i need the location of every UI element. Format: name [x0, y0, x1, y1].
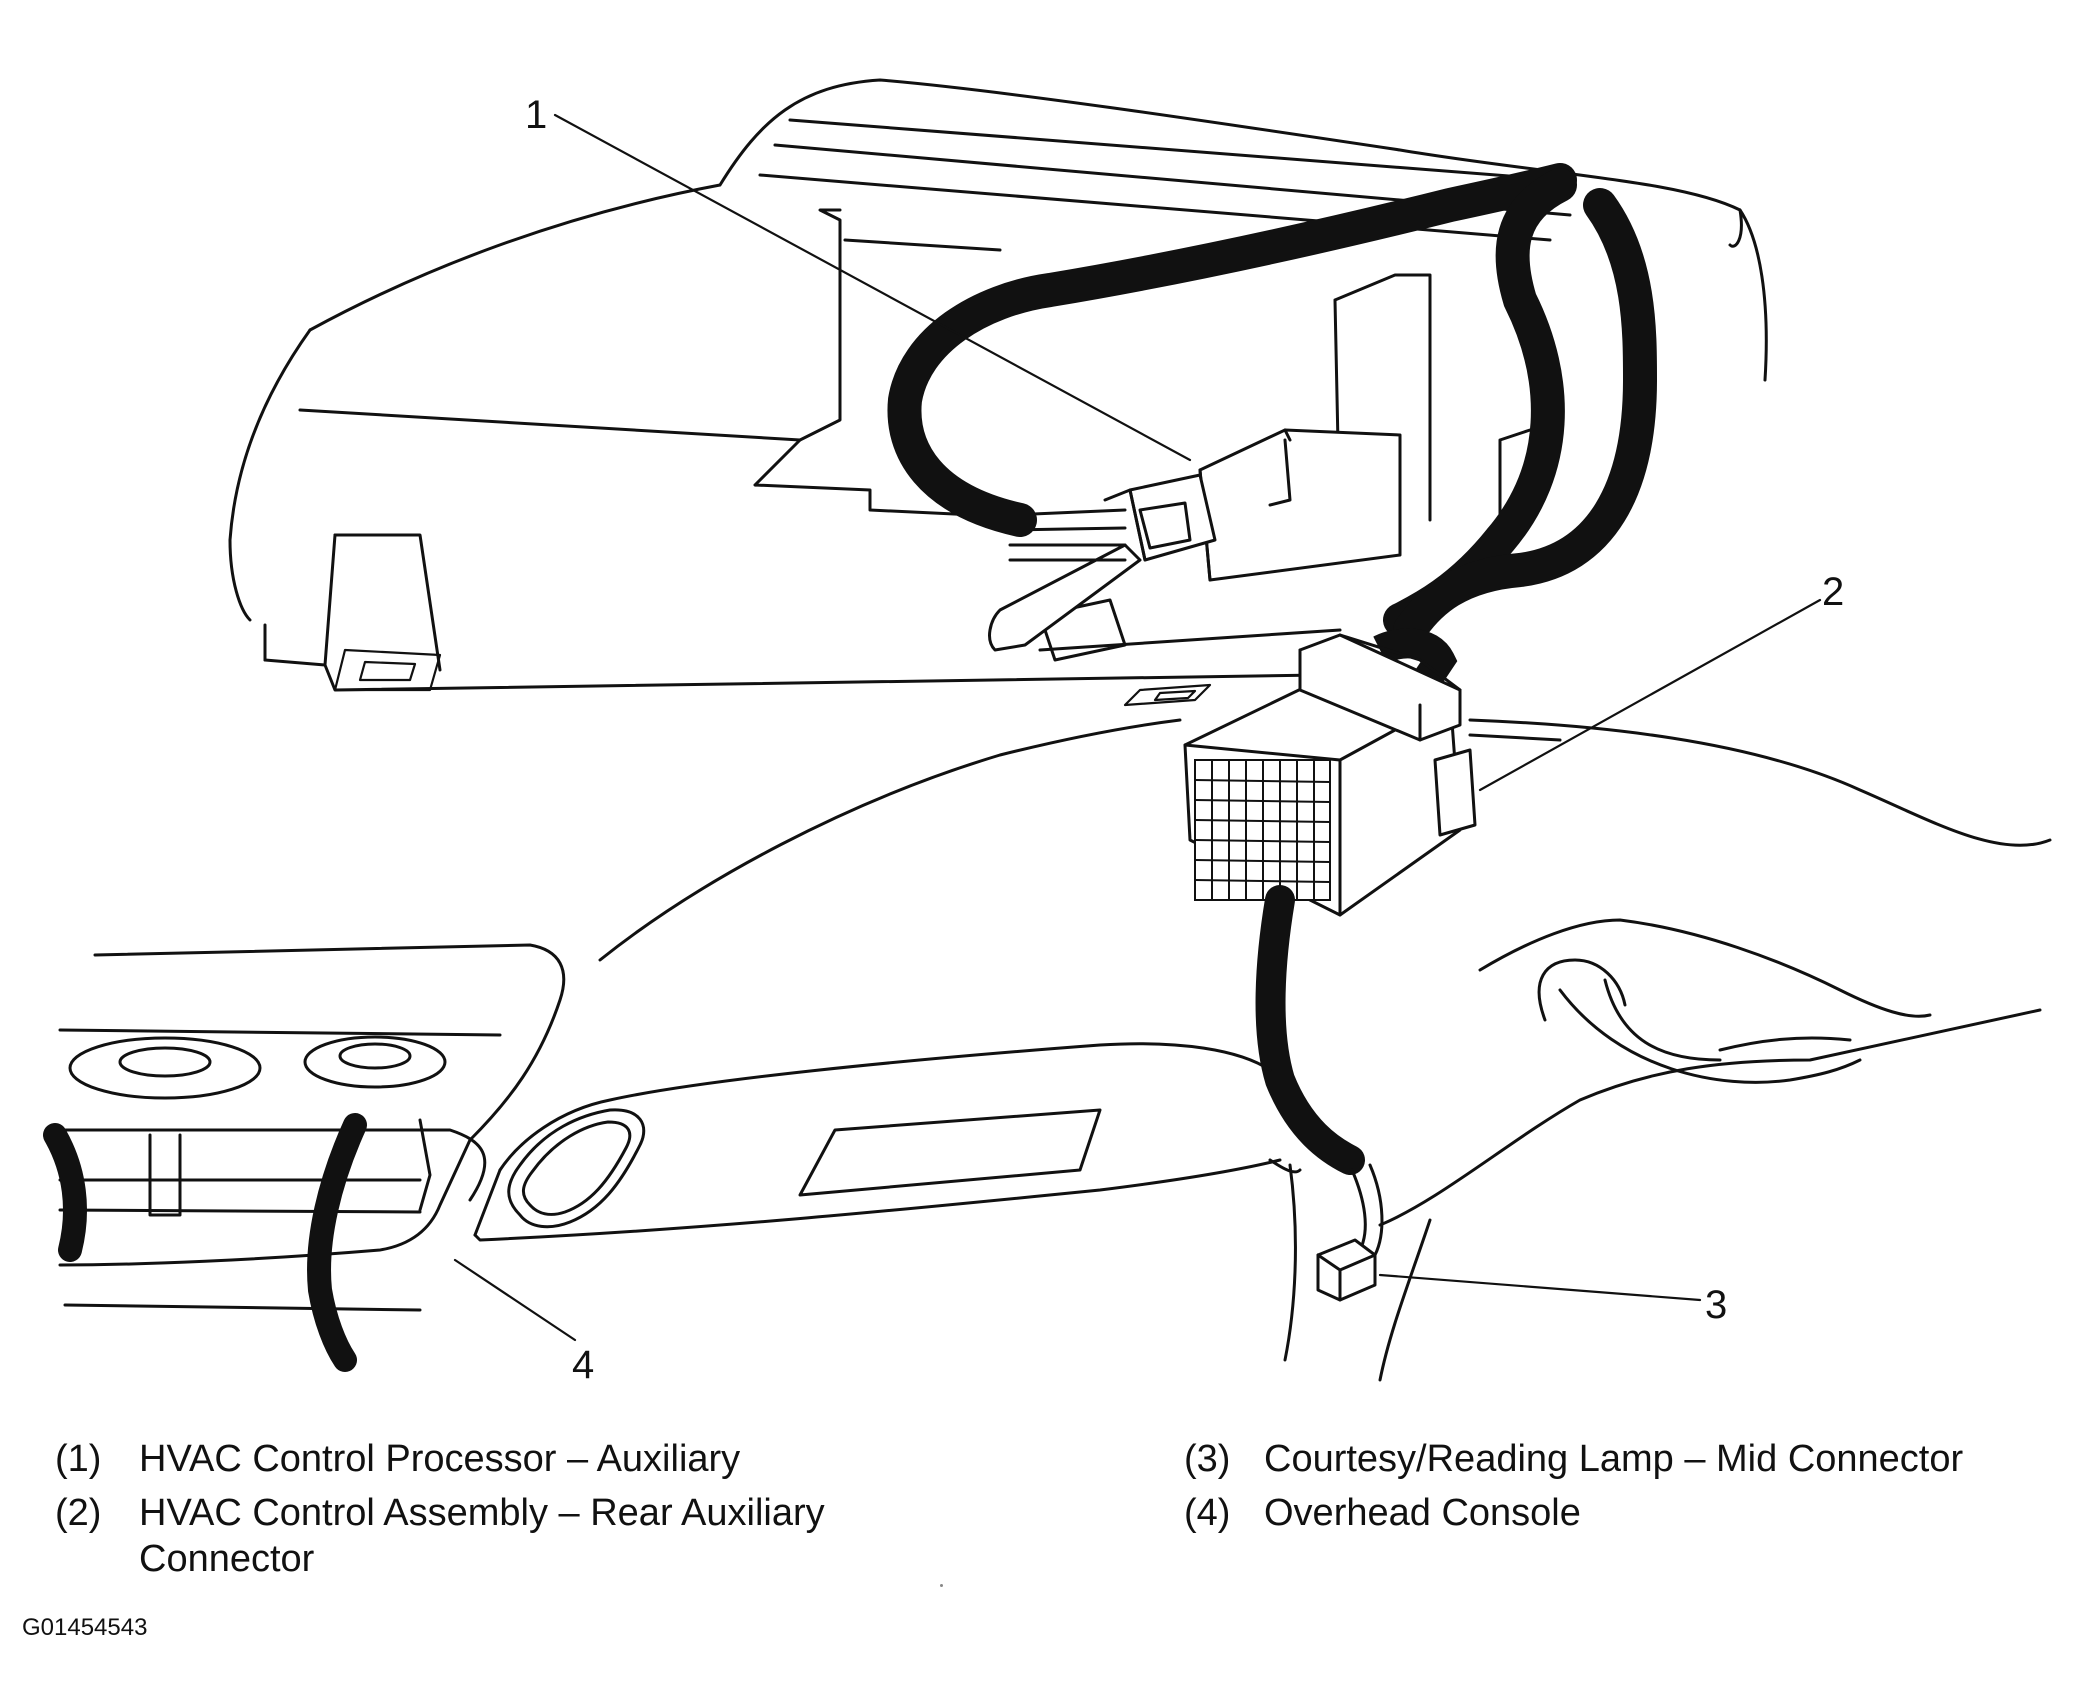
legend-number: (2)	[55, 1492, 102, 1534]
callout-3: 3	[1705, 1283, 1727, 1327]
rear-auxiliary-connector	[1183, 633, 1477, 917]
lamp-harness	[1255, 885, 1384, 1302]
legend-text: Courtesy/Reading Lamp – Mid Connector	[1264, 1438, 1964, 1480]
wiring-harness	[887, 163, 1658, 699]
legend-right: (3) Courtesy/Reading Lamp – Mid Connecto…	[1184, 1436, 2064, 1546]
legend-text-continued: Connector	[139, 1538, 315, 1580]
legend-text: HVAC Control Processor – Auxiliary	[139, 1438, 741, 1480]
windshield-and-pillar	[598, 718, 2052, 1382]
callout-1: 1	[525, 93, 547, 137]
connector-terminal-grid	[1194, 759, 1331, 901]
legend-number: (4)	[1184, 1492, 1231, 1534]
legend-number: (3)	[1184, 1438, 1231, 1480]
legend-text: Overhead Console	[1264, 1492, 1581, 1534]
figure-id: G01454543	[22, 1614, 148, 1641]
speck	[940, 1584, 943, 1587]
callout-2: 2	[1822, 570, 1844, 614]
legend-number: (1)	[55, 1438, 102, 1480]
legend-text: HVAC Control Assembly – Rear Auxiliary	[139, 1492, 825, 1534]
hvac-control-processor	[988, 428, 1402, 662]
callout-numbers: 1 2 3 4	[525, 93, 1844, 1387]
callout-4: 4	[572, 1343, 594, 1387]
leader-lines	[453, 113, 1822, 1342]
wiring-diagram: 1 2 3 4	[43, 78, 2052, 1387]
roof-headliner	[228, 78, 1768, 707]
overhead-console	[43, 943, 1282, 1372]
legend: (1) HVAC Control Processor – Auxiliary (…	[55, 1436, 1055, 1586]
